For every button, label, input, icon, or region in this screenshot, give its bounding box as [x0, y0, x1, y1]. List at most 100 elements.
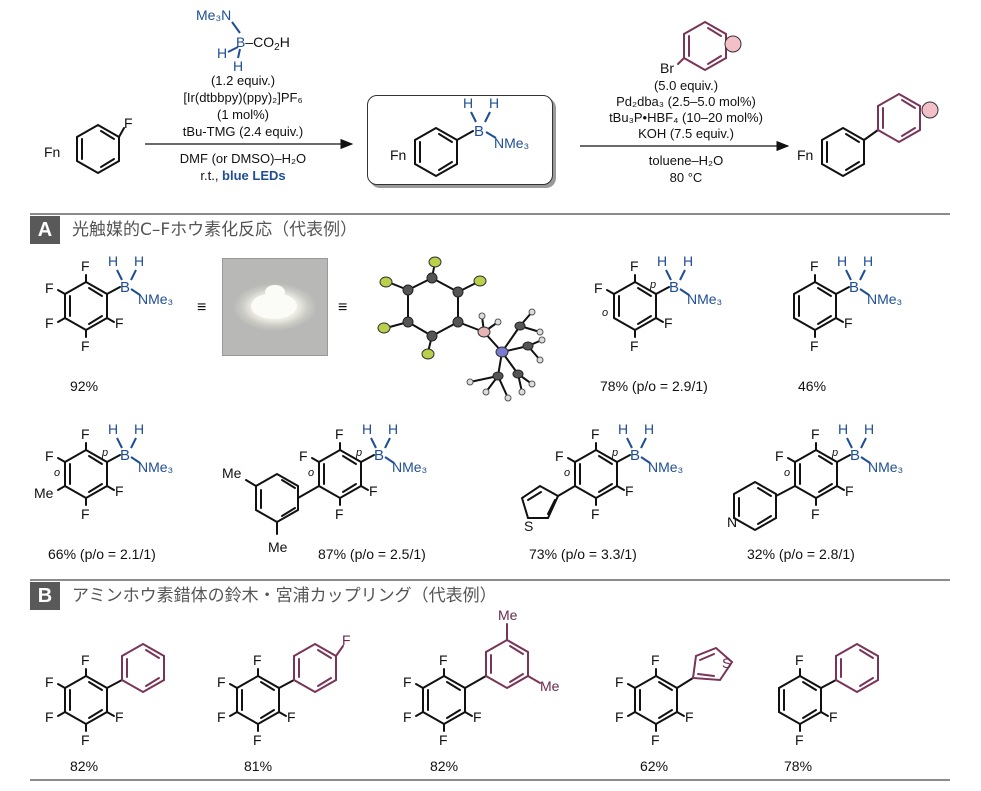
intermediate-b-label: B	[474, 123, 484, 140]
a2-yield: 78% (p/o = 2.9/1)	[600, 378, 708, 394]
a2-f-left: F	[594, 280, 603, 296]
equiv-symbol-2: ≡	[338, 299, 347, 316]
substrate-fn-label: Fn	[44, 144, 60, 160]
section-a-letter: A	[30, 216, 60, 244]
b3-f-right: F	[473, 709, 482, 725]
b3-f-left-lower: F	[403, 709, 412, 725]
a1-f-top: F	[81, 258, 90, 274]
a5-h2: H	[388, 421, 398, 437]
b2-f-left-lower: F	[217, 709, 226, 725]
a7-f-bottom: F	[811, 506, 820, 522]
a4-f-bottom: F	[81, 506, 90, 522]
reagent-br-label: Br	[660, 60, 674, 76]
a2-f-right: F	[664, 315, 673, 331]
b1-f-top: F	[81, 652, 90, 668]
a1-f-left-lower: F	[45, 315, 54, 331]
product-biaryl: Fn	[797, 92, 939, 178]
a1-nme3: NMe₃	[138, 291, 173, 307]
a6-p-marker: p	[611, 447, 618, 459]
b5-f-top: F	[795, 652, 804, 668]
b1-f-right: F	[115, 709, 124, 725]
a7-n: N	[727, 514, 737, 530]
compound-a4: F F Me F F o p B H H NMe₃ 66% (p/o = 2.1…	[34, 421, 173, 562]
b5-yield: 78%	[784, 758, 812, 774]
b2-f-aryl: F	[342, 632, 351, 648]
bottom-rule	[30, 779, 950, 781]
compound-a5: Me Me F F F F o p B H H NMe₃ 87% (p/o = …	[222, 421, 427, 562]
a3-f-right: F	[844, 315, 853, 331]
step2-line3: tBu₃P•HBF₄ (10–20 mol%)	[609, 110, 763, 125]
product-photo	[222, 258, 328, 356]
a7-p-marker: p	[831, 447, 838, 459]
a3-nme3: NMe₃	[867, 291, 902, 307]
a6-f-right: F	[625, 483, 634, 499]
a6-o-marker: o	[564, 467, 570, 479]
a4-h1: H	[108, 421, 118, 437]
a4-o-marker: o	[54, 467, 60, 479]
b3-f-bottom: F	[439, 732, 448, 748]
a7-f-right: F	[845, 483, 854, 499]
b4-f-left-upper: F	[615, 674, 624, 690]
a2-h1: H	[657, 253, 667, 269]
a2-b: B	[669, 279, 679, 296]
a4-f-top: F	[81, 426, 90, 442]
b2-f-bottom: F	[253, 732, 262, 748]
a1-h1: H	[108, 253, 118, 269]
reagent-me3n-label: Me₃N	[196, 7, 231, 23]
a4-nme3: NMe₃	[138, 459, 173, 475]
a1-b: B	[120, 279, 130, 296]
b5-f-bottom: F	[795, 732, 804, 748]
compound-b1: F F F F F 82%	[45, 642, 165, 774]
a5-me-top: Me	[222, 465, 242, 481]
compound-b5: F F F 78%	[778, 642, 879, 774]
intermediate-nme3: NMe₃	[494, 135, 529, 151]
step1-line5: DMF (or DMSO)–H₂O	[180, 151, 306, 166]
step2-line2: Pd₂dba₃ (2.5–5.0 mol%)	[616, 94, 756, 109]
a4-f-right: F	[115, 483, 124, 499]
a6-s: S	[524, 518, 533, 534]
b5-f-right: F	[829, 709, 838, 725]
a5-nme3: NMe₃	[392, 459, 427, 475]
a7-o-marker: o	[784, 467, 790, 479]
a1-f-right: F	[115, 315, 124, 331]
step1-conditions: (1.2 equiv.) [Ir(dtbbpy)(ppy)₂]PF₆ (1 mo…	[145, 73, 354, 183]
reagent-h1-label: H	[217, 45, 227, 61]
step2-line5: toluene–H₂O	[649, 153, 723, 168]
b3-f-left-upper: F	[403, 674, 412, 690]
section-a-top-rule	[30, 213, 950, 215]
substrate-f-label: F	[124, 115, 133, 131]
step2-line6: 80 °C	[670, 170, 703, 185]
compound-a1: F F F F F B H H NMe₃ 92%	[45, 253, 173, 394]
a6-b: B	[630, 447, 640, 464]
a2-nme3: NMe₃	[687, 291, 722, 307]
substrate-fluoroarene: F Fn	[44, 115, 133, 175]
b2-yield: 81%	[244, 758, 272, 774]
b1-f-left-upper: F	[45, 674, 54, 690]
a7-f-left: F	[775, 448, 784, 464]
a1-h2: H	[134, 253, 144, 269]
b2-f-top: F	[253, 652, 262, 668]
b4-f-right: F	[685, 709, 694, 725]
a4-p-marker: p	[101, 447, 108, 459]
b4-f-left-lower: F	[615, 709, 624, 725]
b4-f-bottom: F	[651, 732, 660, 748]
a5-f-right: F	[369, 483, 378, 499]
intermediate-h1: H	[463, 95, 473, 111]
step2-line4: KOH (7.5 equiv.)	[638, 126, 734, 141]
compound-a3: F F F B H H NMe₃ 46%	[793, 253, 902, 394]
a6-f-bottom: F	[591, 506, 600, 522]
a5-o-marker: o	[308, 467, 314, 479]
b1-yield: 82%	[70, 758, 98, 774]
compound-b2: F F F F F F 81%	[217, 632, 351, 774]
a2-f-bottom: F	[630, 338, 639, 354]
section-b-letter: B	[30, 582, 60, 610]
intermediate-h2: H	[489, 95, 499, 111]
b2-f-left-upper: F	[217, 674, 226, 690]
a5-p-marker: p	[355, 447, 362, 459]
a4-h2: H	[134, 421, 144, 437]
section-a-title: 光触媒的C–Fホウ素化反応（代表例）	[72, 220, 358, 240]
a7-yield: 32% (p/o = 2.8/1)	[747, 546, 855, 562]
a4-b: B	[120, 447, 130, 464]
crystal-structure	[377, 256, 546, 402]
step1-line2: [Ir(dtbbpy)(ppy)₂]PF₆	[183, 90, 302, 105]
